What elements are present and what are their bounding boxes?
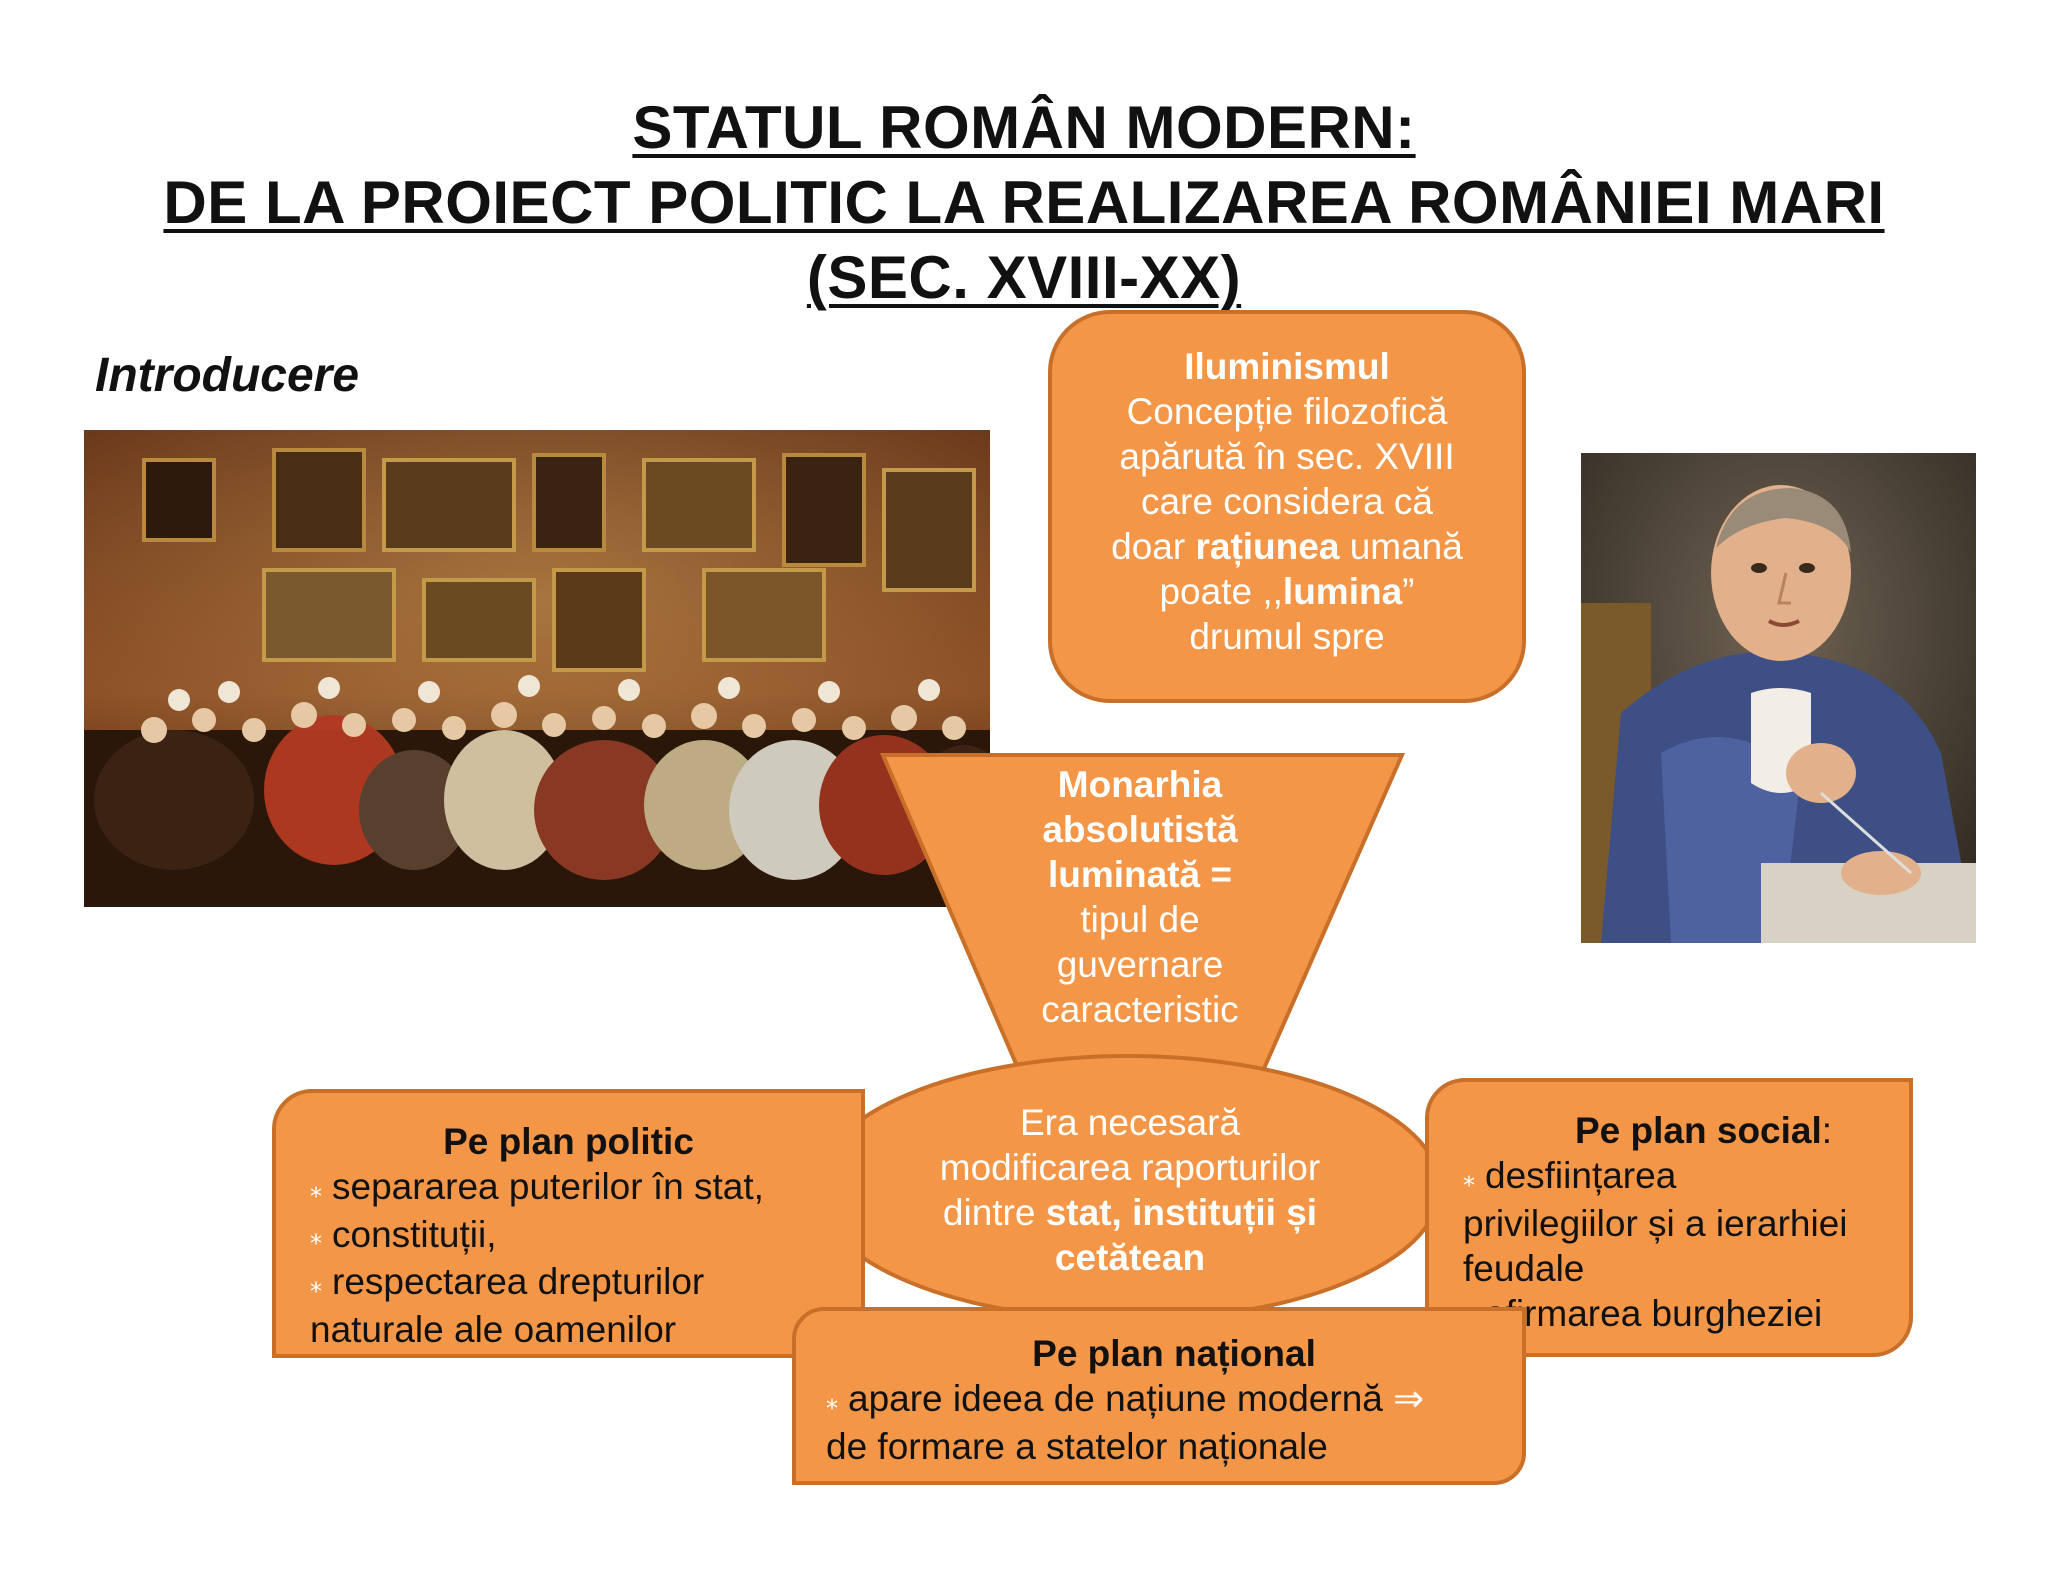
salon-painting-image <box>84 430 990 907</box>
iluminism-line-2: apărută în sec. XVIII <box>1119 436 1455 477</box>
social-item-1-cont-2: feudale <box>1463 1247 1585 1289</box>
salon-painting-svg <box>84 430 990 907</box>
iluminism-line-5-pre: poate ,, <box>1159 571 1283 612</box>
social-heading: Pe plan social <box>1575 1110 1822 1151</box>
national-item-1-cont: de formare a statelor naționale <box>826 1425 1328 1467</box>
monarhia-line-5: guvernare <box>1056 944 1224 985</box>
monarhia-bold-1: Monarhia <box>1057 764 1223 805</box>
social-item-2-text: afirmarea burgheziei <box>1485 1292 1823 1334</box>
social-item-2: ⁎afirmarea burgheziei <box>1463 1291 1909 1339</box>
iluminism-line-1: Concepție filozofică <box>1126 391 1448 432</box>
politic-item-2: ⁎ constituții, <box>310 1212 861 1260</box>
right-arrow-icon: ⇒ <box>1393 1378 1425 1419</box>
bullet-icon: ⁎ <box>1463 1164 1475 1192</box>
bullet-icon: ⁎ <box>310 1223 322 1251</box>
iluminism-line-4-bold: rațiunea <box>1195 526 1340 567</box>
era-line-3-bold: stat, instituții și <box>1045 1192 1318 1233</box>
national-item-1-text: apare ideea de națiune modernă <box>848 1378 1383 1419</box>
title-line-1: STATUL ROMÂN MODERN: <box>632 94 1416 161</box>
politic-item-3-cont: naturale ale oamenilor <box>310 1309 677 1351</box>
politic-item-1: ⁎ separarea puterilor în stat, <box>310 1164 861 1212</box>
iluminism-line-4-pre: doar <box>1111 526 1196 567</box>
era-line-1: Era necesară <box>1019 1102 1241 1143</box>
era-line-4: cetătean <box>1054 1237 1206 1278</box>
iluminism-line-4-post: umană <box>1339 526 1463 567</box>
title-line-2: DE LA PROIECT POLITIC LA REALIZAREA ROMÂ… <box>163 169 1885 236</box>
iluminism-line-6: drumul spre <box>1189 616 1385 657</box>
bullet-icon: ⁎ <box>310 1175 322 1203</box>
politic-heading: Pe plan politic <box>443 1121 694 1162</box>
era-text: Era necesară modificarea raporturilor di… <box>875 1100 1385 1280</box>
iluminism-line-4: doar rațiunea umană <box>1052 524 1522 569</box>
monarhia-eq: = <box>1200 854 1233 895</box>
monarhia-line-4: tipul de <box>1080 899 1200 940</box>
social-item-1: ⁎ desființarea <box>1463 1153 1909 1201</box>
era-line-3: dintre stat, instituții și <box>875 1190 1385 1235</box>
monarhia-line-6: caracteristic <box>1041 989 1239 1030</box>
politic-box: Pe plan politic ⁎ separarea puterilor în … <box>272 1089 865 1358</box>
social-item-1-cont-1: privilegiilor și a ierarhiei <box>1463 1202 1848 1244</box>
title-line-3: (SEC. XVIII-XX) <box>806 244 1242 311</box>
iluminism-line-5-bold: lumina <box>1282 571 1403 612</box>
portrait-svg <box>1581 453 1976 943</box>
politic-item-1-text: separarea puterilor în stat, <box>332 1166 764 1207</box>
iluminism-box: Iluminismul Concepție filozofică apărută… <box>1048 310 1526 703</box>
iluminism-line-3: care considera că <box>1140 481 1434 522</box>
portrait-image <box>1581 453 1976 943</box>
national-item-1: ⁎ apare ideea de națiune modernă ⇒ <box>826 1376 1522 1424</box>
politic-item-3: ⁎ respectarea drepturilor <box>310 1259 861 1307</box>
social-heading-row: Pe plan social: <box>1463 1108 1909 1153</box>
iluminism-line-5: poate ,,lumina” <box>1052 569 1522 614</box>
monarhia-text: Monarhia absolutistă luminată = tipul de… <box>960 762 1320 1032</box>
monarhia-bold-2: absolutistă <box>1042 809 1238 850</box>
bullet-icon: ⁎ <box>310 1271 322 1299</box>
era-line-3-pre: dintre <box>942 1192 1046 1233</box>
politic-item-3-text: respectarea drepturilor <box>332 1261 705 1303</box>
era-line-2: modificarea raporturilor <box>939 1147 1321 1188</box>
section-label-introducere: Introducere <box>95 349 360 402</box>
monarhia-bold-3: luminată <box>1047 854 1201 895</box>
bullet-icon: ⁎ <box>826 1387 838 1415</box>
iluminism-heading: Iluminismul <box>1184 346 1390 387</box>
national-box: Pe plan național ⁎ apare ideea de națiune… <box>792 1307 1526 1485</box>
politic-item-2-text: constituții, <box>332 1213 497 1255</box>
iluminism-line-5-post: ” <box>1402 571 1415 612</box>
social-item-1-text: desființarea <box>1485 1155 1677 1196</box>
page-title: STATUL ROMÂN MODERN: DE LA PROIECT POLIT… <box>0 90 2048 315</box>
national-heading: Pe plan național <box>1032 1333 1316 1374</box>
social-heading-colon: : <box>1821 1110 1833 1151</box>
